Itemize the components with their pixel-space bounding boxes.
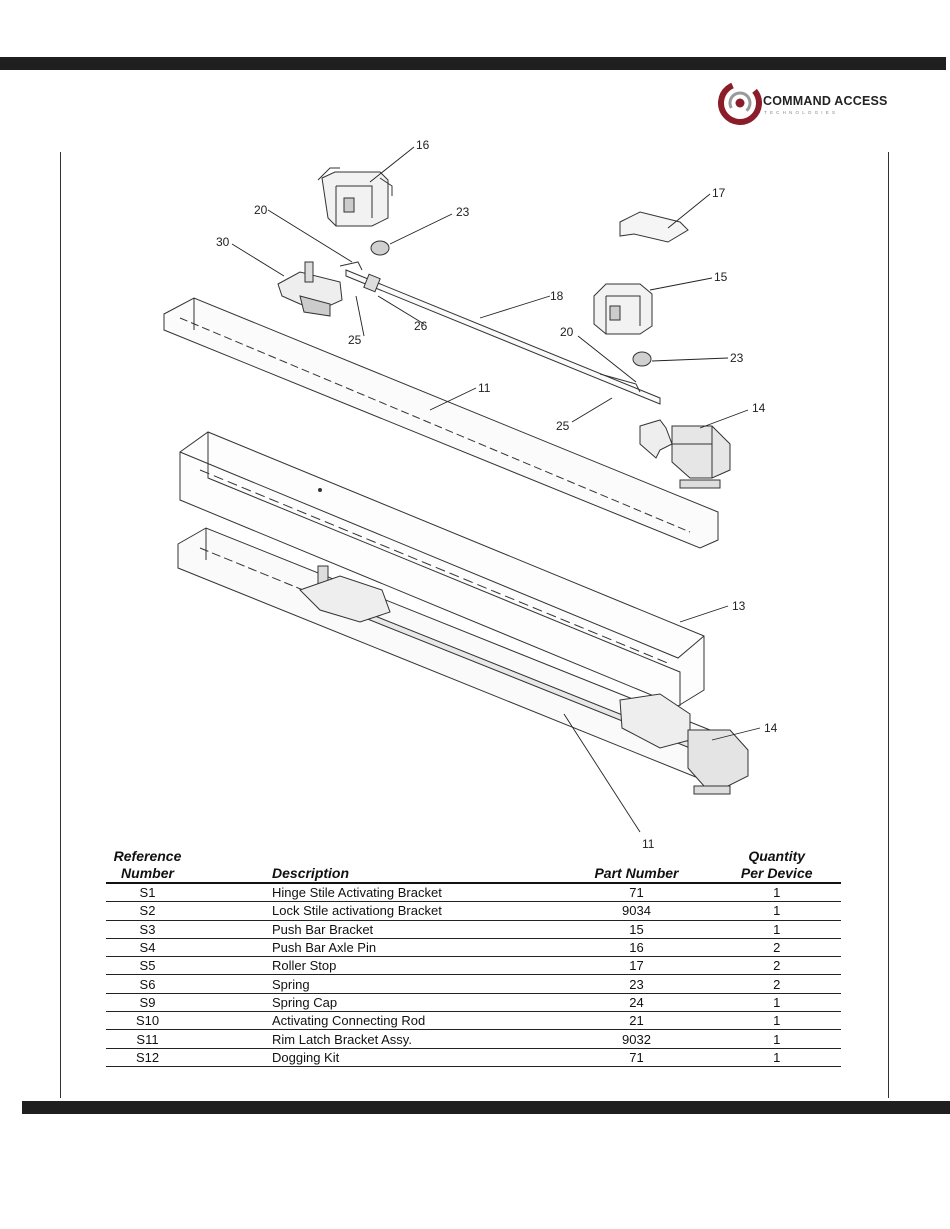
command-access-logo-mark-icon: [718, 81, 762, 125]
table-header-row: Reference Number Description Part Number…: [106, 848, 841, 883]
callout-14: 14: [752, 401, 766, 415]
row-reference: S10: [106, 1011, 190, 1031]
row-reference: S2: [106, 901, 190, 921]
row-description: Spring: [189, 974, 561, 994]
row-reference: S11: [106, 1029, 190, 1049]
row-description: Roller Stop: [189, 956, 561, 976]
row-reference: S9: [106, 993, 190, 1013]
row-description: Spring Cap: [189, 993, 561, 1013]
row-quantity: 1: [712, 1029, 841, 1049]
table-row: S4 Push Bar Axle Pin 16 2: [106, 938, 841, 958]
row-part-number: 23: [560, 974, 713, 994]
roller-stop-17-shape: [619, 211, 689, 243]
row-part-number: 21: [560, 1011, 713, 1031]
row-part-number: 16: [560, 938, 713, 958]
table-row: S11 Rim Latch Bracket Assy. 9032 1: [106, 1029, 841, 1049]
exploded-parts-drawing: 16 17 20 23 30 15 18 26 25 20 23 25 14 1…: [163, 138, 778, 850]
frame-left-rule: [60, 152, 61, 1098]
row-quantity: 1: [712, 883, 841, 903]
callout-14-lower: 14: [764, 721, 778, 735]
row-description: Dogging Kit: [189, 1048, 561, 1067]
callout-17: 17: [712, 186, 726, 200]
part-number-header: Part Number: [594, 865, 679, 881]
reference-number-header: Reference Number: [106, 848, 189, 883]
table-row: S9 Spring Cap 24 1: [106, 993, 841, 1013]
row-part-number: 71: [560, 883, 713, 903]
callout-30: 30: [216, 235, 230, 249]
quantity-header: Quantity Per Device: [712, 848, 841, 883]
reference-header-line1: Reference: [113, 848, 182, 864]
spring-23-upper-shape: [370, 240, 390, 256]
row-reference: S5: [106, 956, 190, 976]
row-part-number: 15: [560, 920, 713, 939]
row-quantity: 2: [712, 956, 841, 976]
callout-11: 11: [478, 381, 491, 395]
row-quantity: 1: [712, 901, 841, 921]
row-quantity: 2: [712, 938, 841, 958]
callout-25: 25: [348, 333, 362, 347]
callout-11-lower: 11: [642, 837, 655, 850]
callout-18: 18: [550, 289, 564, 303]
quantity-header-line1: Quantity: [748, 848, 806, 864]
row-part-number: 9034: [560, 901, 713, 921]
callout-26: 26: [414, 319, 428, 333]
row-description: Push Bar Axle Pin: [189, 938, 561, 958]
table-row: S3 Push Bar Bracket 15 1: [106, 920, 841, 939]
spring-23-lower-shape: [632, 351, 652, 367]
logo-name: COMMAND ACCESS: [763, 94, 888, 108]
row-description: Activating Connecting Rod: [189, 1011, 561, 1031]
quantity-header-line2: Per Device: [740, 865, 813, 881]
row-quantity: 1: [712, 1011, 841, 1031]
row-part-number: 9032: [560, 1029, 713, 1049]
channel-11-lower-shape: [177, 527, 749, 795]
row-reference: S6: [106, 974, 190, 994]
latch-14-upper-shape: [639, 419, 731, 489]
row-description: Hinge Stile Activating Bracket: [189, 883, 561, 903]
row-part-number: 24: [560, 993, 713, 1013]
callout-25-lower: 25: [556, 419, 570, 433]
frame-right-rule: [888, 152, 889, 1098]
row-reference: S4: [106, 938, 190, 958]
connecting-rod-18-shape: [339, 261, 661, 405]
callout-16: 16: [416, 138, 430, 152]
bracket-30-shape: [277, 261, 343, 317]
row-quantity: 2: [712, 974, 841, 994]
cover-13-shape: [179, 431, 705, 707]
table-row: S6 Spring 23 2: [106, 974, 841, 994]
company-logo: COMMAND ACCESS TECHNOLOGIES: [718, 80, 908, 126]
callout-15: 15: [714, 270, 728, 284]
row-quantity: 1: [712, 993, 841, 1013]
row-description: Rim Latch Bracket Assy.: [189, 1029, 561, 1049]
table-row: S5 Roller Stop 17 2: [106, 956, 841, 976]
description-header: Description: [272, 865, 350, 881]
channel-11-upper-shape: [163, 297, 719, 549]
row-part-number: 17: [560, 956, 713, 976]
row-quantity: 1: [712, 920, 841, 939]
row-reference: S1: [106, 883, 190, 903]
table-row: S12 Dogging Kit 71 1: [106, 1048, 841, 1067]
callout-20: 20: [254, 203, 268, 217]
callout-20-lower: 20: [560, 325, 574, 339]
callout-23-lower: 23: [730, 351, 744, 365]
table-row: S1 Hinge Stile Activating Bracket 71 1: [106, 883, 841, 903]
row-quantity: 1: [712, 1048, 841, 1067]
reference-header-line2: Number: [121, 865, 174, 881]
table-row: S10 Activating Connecting Rod 21 1: [106, 1011, 841, 1031]
row-description: Push Bar Bracket: [189, 920, 561, 939]
row-reference: S3: [106, 920, 190, 939]
row-reference: S12: [106, 1048, 190, 1067]
callout-13: 13: [732, 599, 746, 613]
footer-bar: [22, 1101, 950, 1114]
table-row: S2 Lock Stile activationg Bracket 9034 1: [106, 901, 841, 921]
bracket-16-shape: [317, 167, 393, 227]
logo-tagline: TECHNOLOGIES: [764, 110, 839, 115]
parts-list-table: Reference Number Description Part Number…: [106, 848, 841, 1067]
row-description: Lock Stile activationg Bracket: [189, 901, 561, 921]
header-bar: [0, 57, 946, 70]
callout-23: 23: [456, 205, 470, 219]
row-part-number: 71: [560, 1048, 713, 1067]
bracket-15-shape: [593, 283, 653, 335]
